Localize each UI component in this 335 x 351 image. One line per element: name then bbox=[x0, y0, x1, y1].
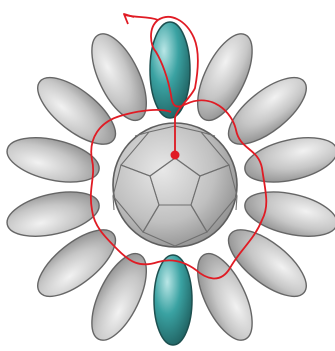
teal-bead-bottom bbox=[154, 255, 192, 345]
thread-exit-segment bbox=[125, 15, 158, 20]
dot-icon bbox=[171, 151, 180, 160]
